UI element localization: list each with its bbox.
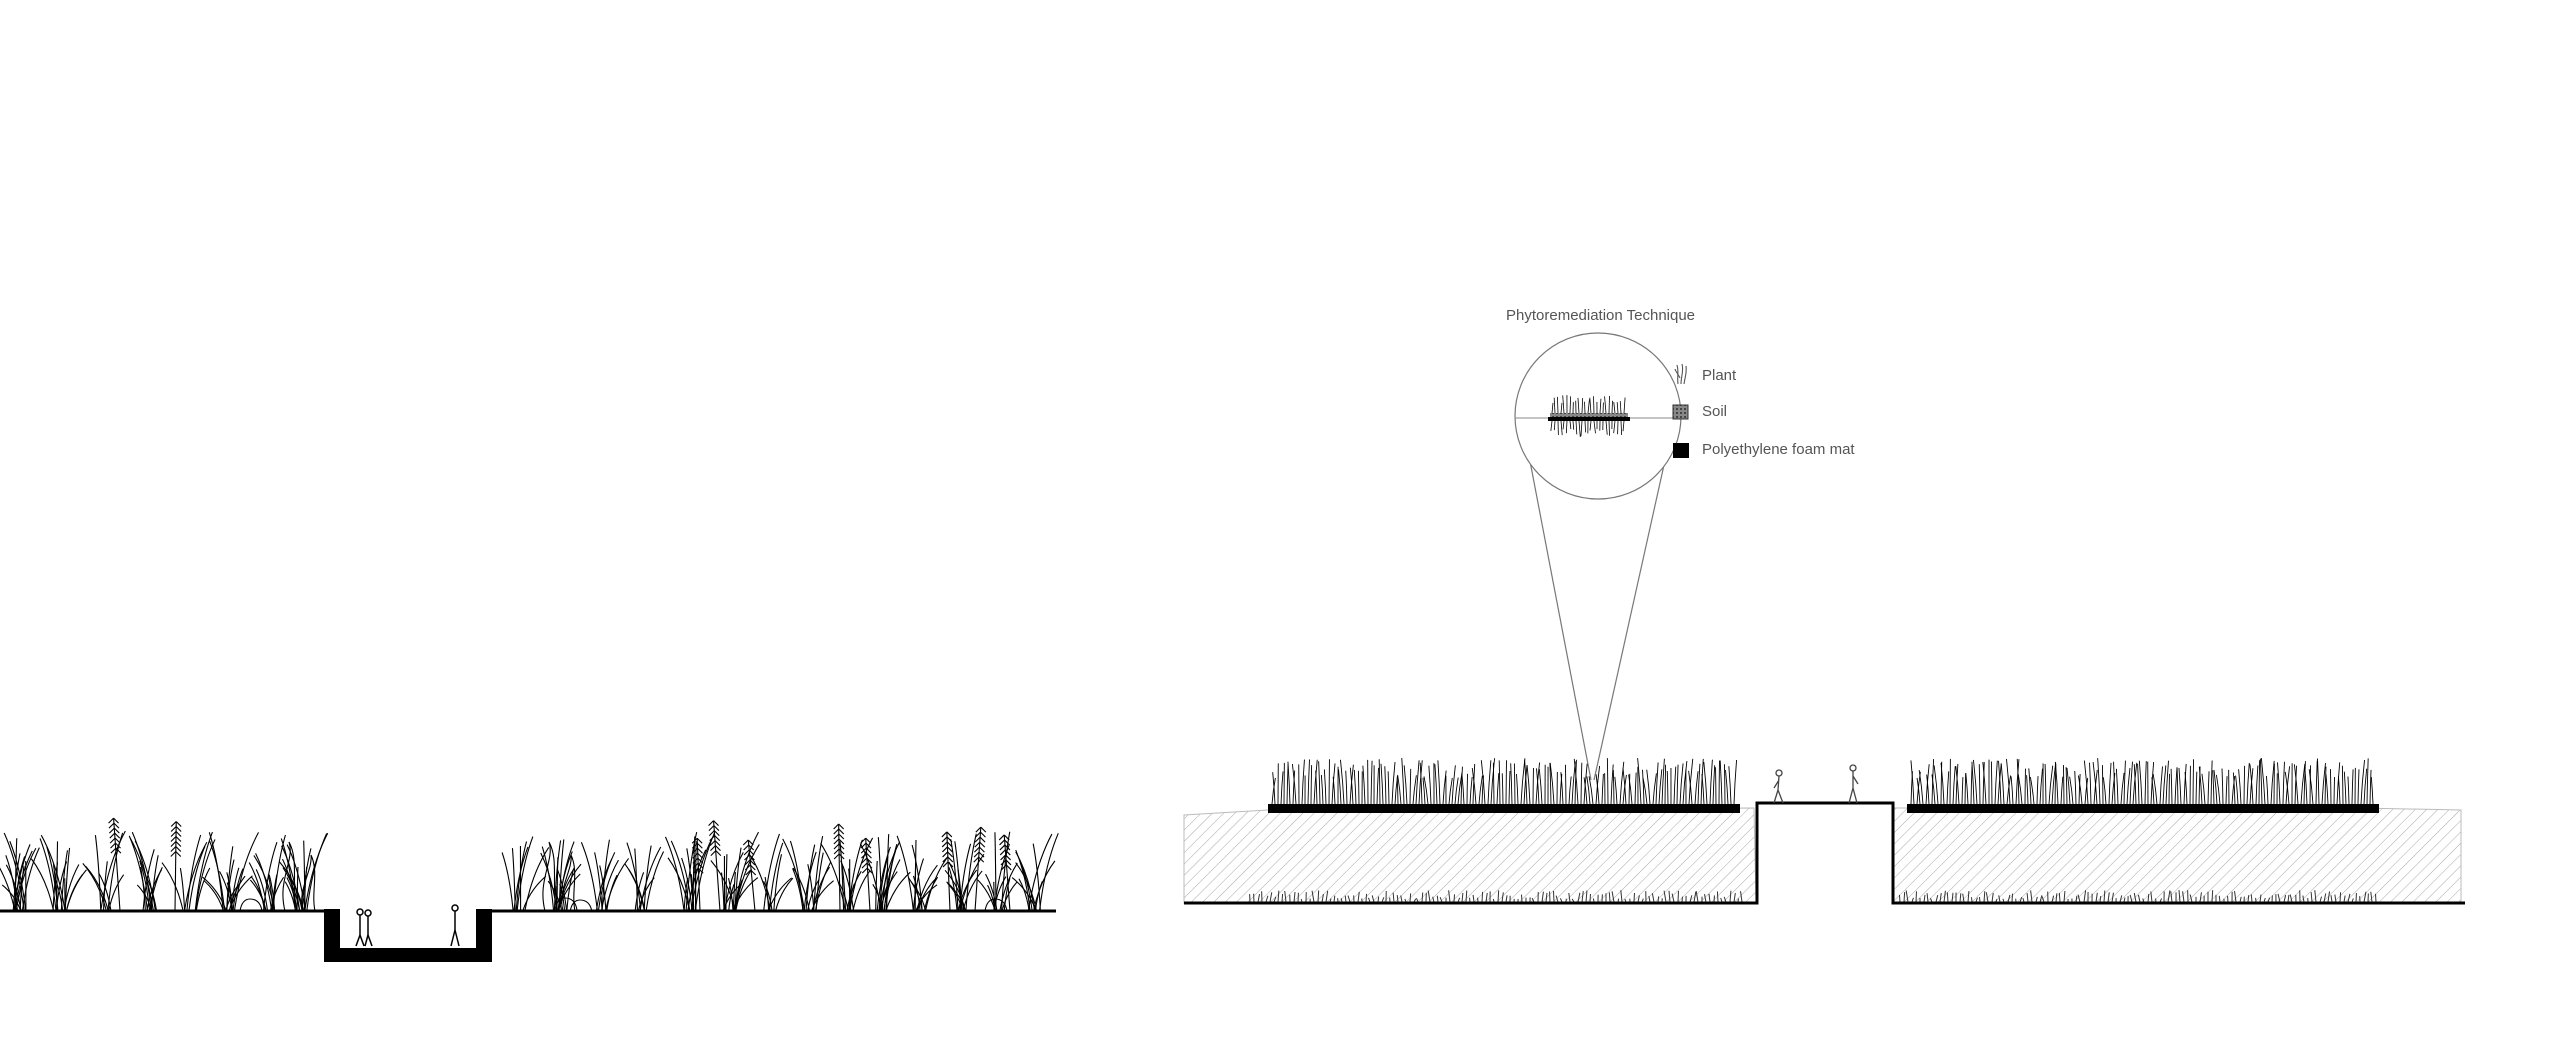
soil-bank-right	[1892, 807, 2462, 904]
plant-icon	[1674, 363, 1687, 385]
bank-bottom-grass	[1249, 890, 2377, 903]
legend-label-soil: Soil	[1702, 403, 1728, 420]
foam-mat-left	[1268, 804, 1740, 813]
diagram-title: Phytoremediation Technique	[1506, 307, 1696, 324]
left-vegetation	[0, 817, 1059, 913]
legend-label-plant: Plant	[1702, 367, 1737, 384]
callout-plants	[1550, 395, 1626, 438]
mat-plants	[1271, 758, 2374, 805]
left-section	[0, 817, 1059, 962]
soil-bank-left	[1183, 807, 1757, 904]
detail-callout	[1514, 332, 1682, 781]
callout-foam-mat	[1548, 417, 1630, 421]
canal-channel	[324, 909, 492, 962]
foam-mat-icon	[1673, 443, 1689, 458]
legend-label-foam: Polyethylene foam mat	[1702, 441, 1855, 458]
callout-line-left	[1524, 434, 1592, 781]
foam-mat-right	[1907, 804, 2379, 813]
channel-people	[1773, 764, 1859, 804]
channel-ground-line	[1184, 801, 2465, 905]
legend	[1672, 363, 1689, 458]
people-figures	[355, 904, 460, 947]
right-section	[1183, 758, 2465, 905]
callout-soil	[1550, 413, 1628, 418]
callout-line-right	[1593, 437, 1671, 781]
soil-hatch-icon	[1672, 404, 1689, 420]
